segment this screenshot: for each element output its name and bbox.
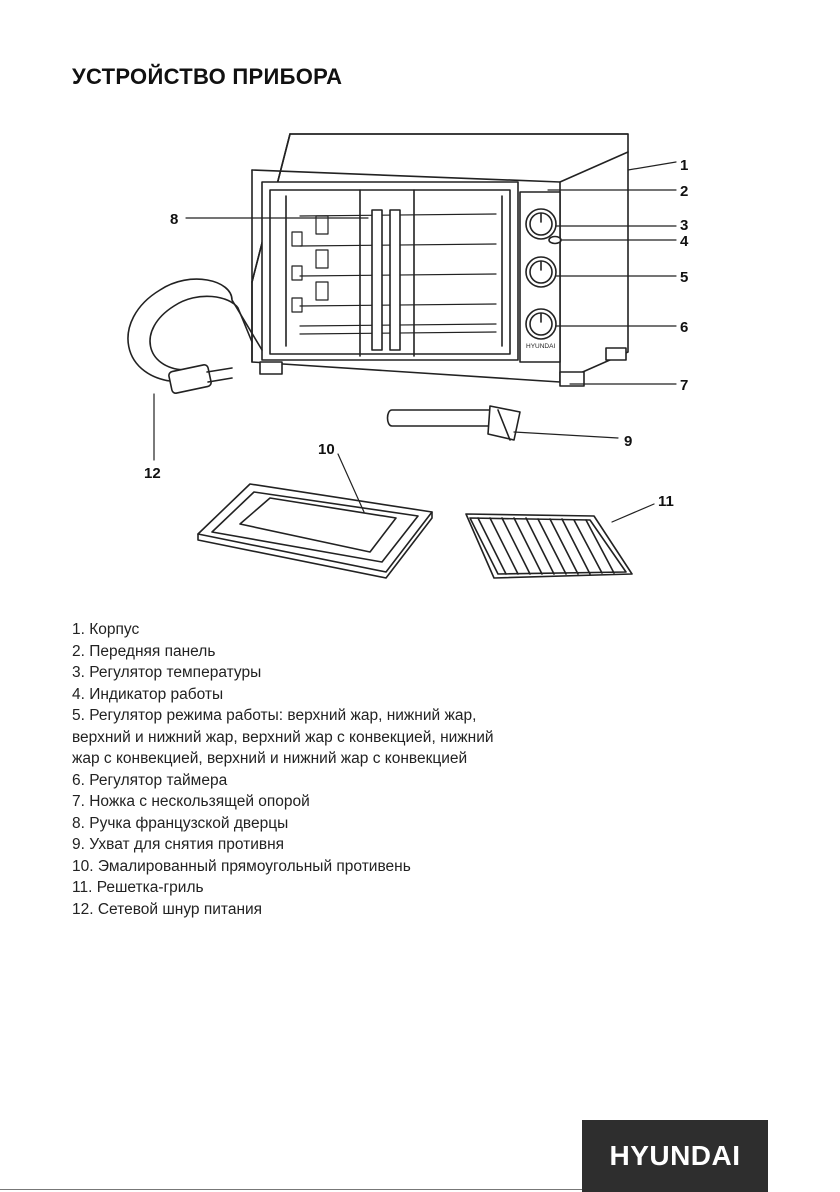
page-title: УСТРОЙСТВО ПРИБОРА (72, 64, 343, 89)
parts-list: 1. Корпус 2. Передняя панель 3. Регулято… (72, 619, 512, 920)
callout-leaders (153, 161, 677, 523)
oven-diagram: HYUNDAI 1 2 3 4 5 6 7 8 9 10 11 12 (127, 133, 689, 579)
callout-3: 3 (680, 217, 688, 234)
list-item: 4. Индикатор работы (72, 685, 224, 703)
timer-knob (525, 308, 557, 340)
panel-brand: HYUNDAI (526, 343, 555, 350)
footer-divider (0, 1189, 582, 1190)
callout-7: 7 (680, 377, 688, 394)
list-item: 12. Сетевой шнур питания (72, 900, 263, 918)
callout-10: 10 (318, 441, 335, 458)
list-item: 3. Регулятор температуры (72, 664, 262, 681)
baking-tray (197, 483, 433, 579)
list-item: 8. Ручка французской дверцы (72, 814, 289, 832)
temperature-knob (525, 208, 557, 240)
callout-11: 11 (658, 493, 674, 510)
power-cord (127, 278, 263, 394)
grill-rack (465, 513, 633, 579)
callout-9: 9 (624, 433, 632, 450)
callout-4: 4 (680, 233, 689, 250)
mode-knob (525, 256, 557, 288)
list-item: 7. Ножка с нескользящей опорой (72, 793, 310, 810)
list-item: 5. Регулятор режима работы: верхний жар,… (72, 707, 494, 767)
callout-1: 1 (680, 157, 688, 174)
callout-8: 8 (170, 211, 178, 228)
indicator-light (548, 235, 562, 245)
list-item: 9. Ухват для снятия противня (72, 836, 285, 853)
callout-5: 5 (680, 269, 688, 286)
oven-feet (259, 347, 627, 387)
callout-2: 2 (680, 183, 688, 200)
list-item: 2. Передняя панель (72, 642, 216, 660)
callout-12: 12 (144, 465, 161, 482)
list-item: 11. Решетка-гриль (72, 879, 204, 896)
list-item: 1. Корпус (72, 621, 140, 638)
list-item: 6. Регулятор таймера (72, 771, 228, 789)
callout-6: 6 (680, 319, 688, 336)
list-item: 10. Эмалированный прямоугольный противен… (72, 857, 411, 875)
tray-handle (386, 405, 521, 441)
brand-logo: HYUNDAI (582, 1120, 768, 1192)
